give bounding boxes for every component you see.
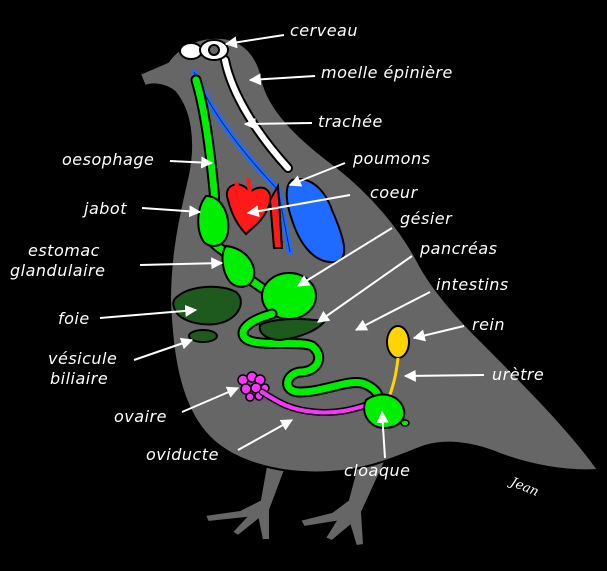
arrow-poumons (288, 162, 346, 187)
arrow-vesicule (133, 337, 194, 361)
arrow-rein (412, 325, 465, 342)
label-cerveau: cerveau (290, 21, 358, 40)
intestines (237, 308, 385, 411)
label-uretre: urètre (492, 365, 545, 384)
label-glandulaire: glandulaire (10, 261, 106, 280)
arrow-oviducte (237, 419, 294, 451)
label-jabot: jabot (84, 199, 127, 218)
arrow-intestins (354, 291, 431, 331)
label-trachee: trachée (318, 112, 383, 131)
label-oesophage: oesophage (62, 150, 155, 169)
arrow-cloaque (376, 410, 389, 459)
arrow-foie (99, 304, 198, 319)
arrow-cerveau (224, 34, 285, 49)
legs (203, 453, 387, 548)
label-ovaire: ovaire (114, 407, 167, 426)
label-biliaire: biliaire (50, 369, 109, 388)
pancreas (258, 318, 327, 342)
arrow-coeur (246, 194, 351, 218)
ovary (237, 371, 270, 402)
label-arrows (99, 34, 485, 459)
arrow-pancreas (317, 255, 413, 323)
arrow-oesophage (169, 156, 214, 169)
arrow-ovaire (181, 386, 240, 413)
kidney (386, 325, 410, 359)
label-cloaque: cloaque (344, 461, 411, 480)
liver (172, 285, 242, 326)
arrow-estomac (139, 257, 224, 270)
label-coeur: coeur (370, 183, 418, 202)
cloaca (363, 393, 406, 430)
arrow-jabot (141, 205, 202, 218)
label-gesier: gésier (400, 209, 453, 228)
gallbladder (188, 329, 218, 343)
label-rein: rein (472, 315, 506, 334)
arrow-trachee (243, 117, 313, 130)
label-foie: foie (58, 309, 90, 328)
brain (179, 39, 229, 61)
label-estomac: estomac (28, 241, 100, 260)
label-pancreas: pancréas (420, 239, 498, 258)
label-moelle-epiniere: moelle épinière (321, 63, 453, 82)
crop (197, 194, 230, 248)
bird-body (138, 36, 600, 474)
label-oviducte: oviducte (146, 445, 219, 464)
label-poumons: poumons (353, 149, 431, 168)
arrow-moelle (248, 73, 316, 86)
arrow-uretre (403, 369, 485, 382)
label-intestins: intestins (436, 275, 509, 294)
label-vesicule: vésicule (48, 349, 118, 368)
arrow-gesier (296, 227, 393, 287)
spinal-cord (220, 55, 293, 173)
